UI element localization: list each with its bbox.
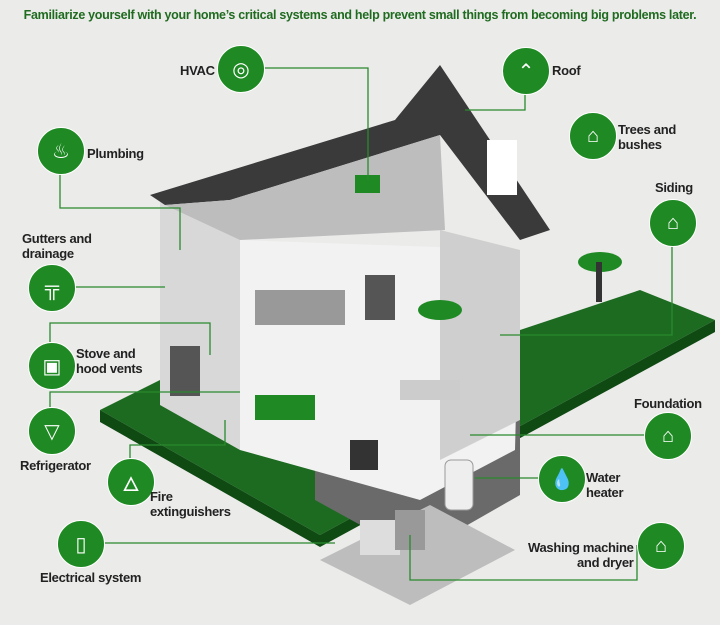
fan-icon: ◎ bbox=[217, 45, 265, 93]
wardrobe bbox=[365, 275, 395, 320]
stove-icon: ▣ bbox=[28, 342, 76, 390]
refrigerator-label: Refrigerator bbox=[20, 458, 91, 473]
attic bbox=[165, 135, 445, 240]
headline: Familiarize yourself with your home’s cr… bbox=[23, 8, 697, 22]
sofa bbox=[255, 395, 315, 420]
fire-label-1: Fire bbox=[150, 489, 173, 504]
bed bbox=[255, 290, 345, 325]
gutters-label-2: drainage bbox=[22, 246, 74, 261]
faucet-icon: 💧 bbox=[538, 455, 586, 503]
dining-table bbox=[400, 380, 460, 400]
hvac-label: HVAC bbox=[180, 63, 215, 78]
fire-label-2: extinguishers bbox=[150, 504, 231, 519]
trees-label-1: Trees and bbox=[618, 122, 676, 137]
house-foundation-icon: ⌂ bbox=[644, 412, 692, 460]
washing-label-2: and dryer bbox=[577, 555, 634, 570]
toilet-icon: ♨ bbox=[37, 127, 85, 175]
hvac-unit bbox=[355, 175, 380, 193]
gutters-label-1: Gutters and bbox=[22, 231, 92, 246]
sink-cabinet bbox=[360, 520, 400, 555]
fridge-icon: ▽ bbox=[28, 407, 76, 455]
stove-label-2: hood vents bbox=[76, 361, 143, 376]
electrical-label: Electrical system bbox=[40, 570, 142, 585]
water-label-2: heater bbox=[586, 485, 624, 500]
roof-label: Roof bbox=[552, 63, 581, 78]
washing-label-1: Washing machine bbox=[528, 540, 634, 555]
pipe-icon: ╦ bbox=[28, 264, 76, 312]
siding-label: Siding bbox=[655, 180, 693, 195]
water-label-1: Water bbox=[586, 470, 621, 485]
house-siding-icon: ⌂ bbox=[649, 199, 697, 247]
connector-lines bbox=[49, 67, 673, 581]
right-wall bbox=[440, 230, 520, 460]
tree-trunk bbox=[596, 262, 602, 302]
flame-icon: 🜂 bbox=[107, 458, 155, 506]
tv bbox=[350, 440, 378, 470]
table bbox=[418, 300, 462, 320]
stove-label-1: Stove and bbox=[76, 346, 136, 361]
plumbing-label: Plumbing bbox=[87, 146, 144, 161]
house-tree-icon: ⌂ bbox=[569, 112, 617, 160]
outlet-icon: ▯ bbox=[57, 520, 105, 568]
water-heater bbox=[444, 459, 474, 511]
trees-label-2: bushes bbox=[618, 137, 662, 152]
fridge bbox=[170, 346, 200, 396]
roof-icon: ⌃ bbox=[502, 47, 550, 95]
house-icon: ⌂ bbox=[637, 522, 685, 570]
roof bbox=[150, 65, 550, 240]
foundation-label: Foundation bbox=[634, 396, 702, 411]
chimney bbox=[487, 140, 517, 195]
basement-floor bbox=[320, 505, 515, 605]
